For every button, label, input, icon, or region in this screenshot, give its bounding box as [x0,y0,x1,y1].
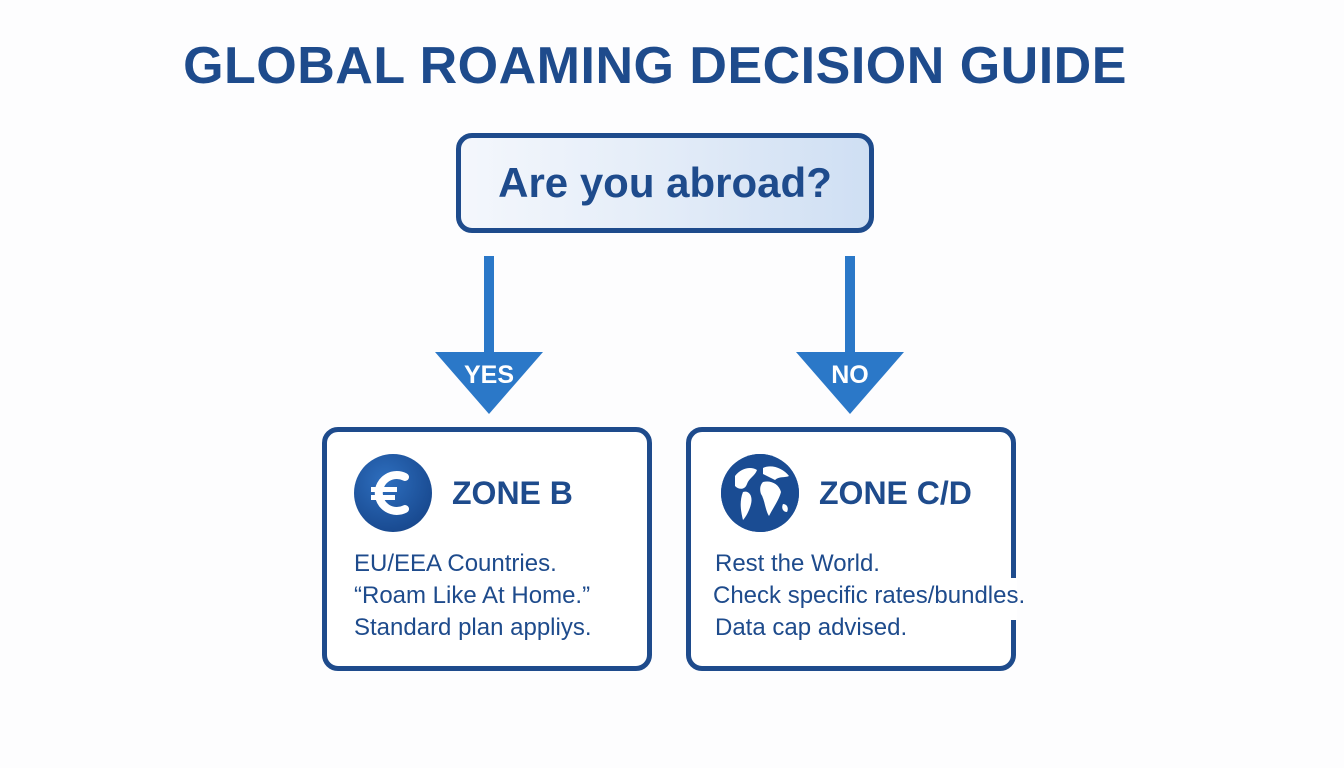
no-arrow-stem [845,256,855,356]
zone-cd-line-1: Rest the World. [715,550,880,577]
question-text: Are you abroad? [498,159,832,206]
page-title: GLOBAL ROAMING DECISION GUIDE [183,37,1127,95]
border-gap [1009,578,1017,620]
zone-b-card: ZONE B EU/EEA Countries. “Roam Like At H… [322,427,652,671]
no-arrowhead-icon [796,352,904,414]
no-label: NO [831,361,869,389]
yes-label: YES [463,361,515,389]
zone-cd-description: Rest the World. Check specific rates/bun… [713,548,1025,644]
zone-cd-line-2: Check specific rates/bundles. [713,582,1026,609]
yes-arrowhead-icon [435,352,543,414]
decision-question-box: Are you abroad? [456,133,874,233]
euro-icon [354,454,432,532]
globe-icon [721,454,799,532]
yes-arrow-stem [484,256,494,356]
zone-b-description: EU/EEA Countries. “Roam Like At Home.” S… [354,548,592,644]
zone-b-line-2: “Roam Like At Home.” [354,582,591,609]
zone-b-line-3: Standard plan appliys. [354,614,592,641]
zone-b-title: ZONE B [452,474,573,511]
zone-b-line-1: EU/EEA Countries. [354,550,557,577]
zone-cd-line-3: Data cap advised. [715,614,908,641]
zone-cd-title: ZONE C/D [819,474,972,511]
zone-cd-card: ZONE C/D Rest the World. Check specific … [686,427,1025,671]
